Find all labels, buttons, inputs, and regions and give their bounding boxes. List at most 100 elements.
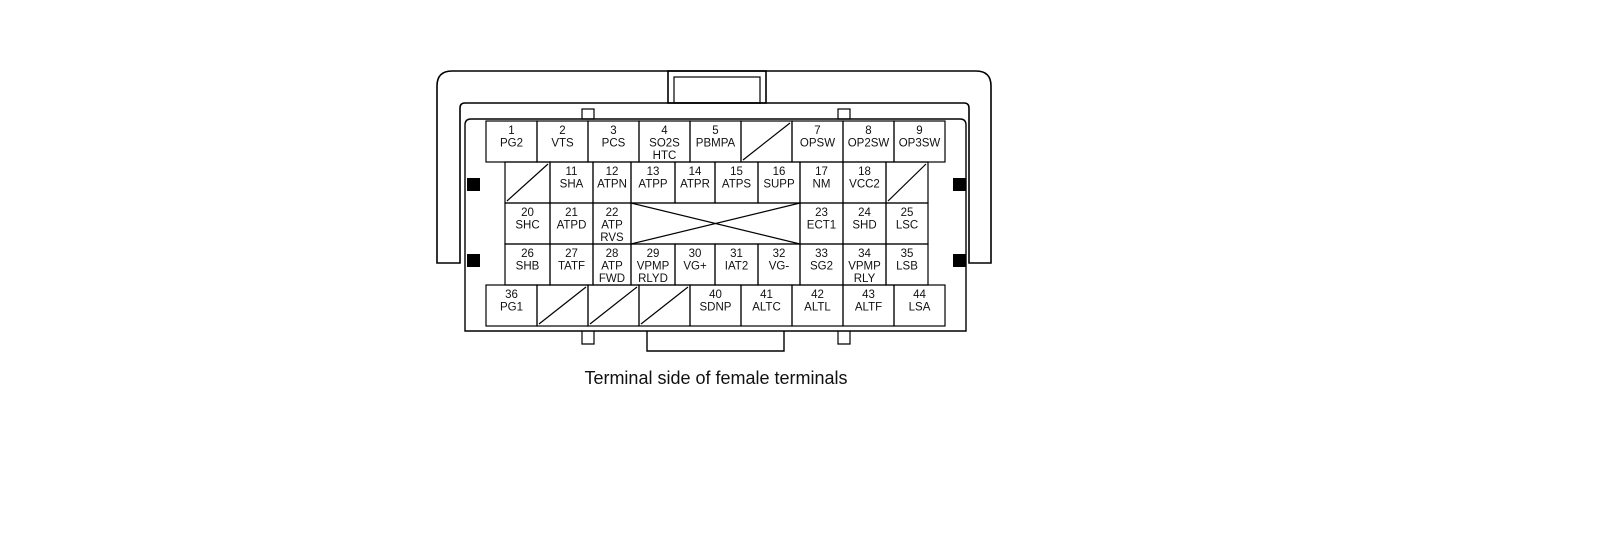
terminal-signal-label: PG1 [500, 302, 523, 314]
terminal-number: 7 [814, 125, 820, 137]
terminal-signal-label: IAT2 [725, 261, 748, 273]
terminal-signal-label: OP3SW [899, 138, 941, 150]
terminal-signal-label: ATPN [597, 179, 627, 191]
lock-block-right-upper [953, 178, 966, 191]
terminal-signal-label: ATP [601, 261, 623, 273]
terminal-signal-label: TATF [558, 261, 585, 273]
terminal-signal-label: ALTL [804, 302, 831, 314]
terminal-number: 8 [865, 125, 871, 137]
terminal-signal-label: ATPP [638, 179, 668, 191]
terminal-signal-label: VPMP [848, 261, 881, 273]
terminal-number: 31 [730, 248, 743, 260]
blank-cavity [638, 284, 691, 327]
blank-cavity-slash [506, 163, 549, 202]
terminal-number: 25 [901, 207, 914, 219]
terminal-number: 34 [858, 248, 871, 260]
terminal-number: 26 [521, 248, 534, 260]
terminal-signal-label: SHB [516, 261, 540, 273]
terminal-signal-label: ECT1 [807, 220, 836, 232]
blank-cavity [885, 161, 929, 204]
blank-cavity [740, 120, 793, 163]
terminal-signal-label: SG2 [810, 261, 833, 273]
terminal-signal-label: VG+ [683, 261, 707, 273]
terminal-number: 23 [815, 207, 828, 219]
blank-cavity-slash [589, 286, 638, 325]
terminal-number: 33 [815, 248, 828, 260]
terminal-number: 3 [610, 125, 616, 137]
terminal-number: 36 [505, 289, 518, 301]
terminal-signal-label: LSA [909, 302, 931, 314]
top-key-right [837, 108, 851, 120]
blank-cavity-slash [887, 163, 927, 202]
terminal-number: 44 [913, 289, 926, 301]
terminal-signal-label: ALTC [752, 302, 781, 314]
terminal-number: 12 [606, 166, 619, 178]
terminal-signal-label: SHC [515, 220, 539, 232]
terminal-number: 28 [606, 248, 619, 260]
terminal-number: 24 [858, 207, 871, 219]
terminal-number: 29 [647, 248, 660, 260]
terminal-number: 18 [858, 166, 871, 178]
terminal-number: 32 [773, 248, 786, 260]
terminal-number: 42 [811, 289, 824, 301]
terminal-signal-label: PCS [602, 138, 626, 150]
terminal-number: 22 [606, 207, 619, 219]
terminal-signal-label: RLYD [638, 273, 668, 285]
terminal-signal-label: OP2SW [848, 138, 890, 150]
terminal-number: 35 [901, 248, 914, 260]
diagram-caption: Terminal side of female terminals [584, 368, 848, 388]
blank-cavity [587, 284, 640, 327]
terminal-number: 11 [566, 166, 578, 178]
terminal-signal-label: ATP [601, 220, 623, 232]
connector-latch-inner [673, 76, 761, 104]
bottom-key-left [581, 331, 595, 345]
terminal-signal-label: LSB [896, 261, 918, 273]
terminal-number: 30 [689, 248, 702, 260]
terminal-signal-label: VTS [551, 138, 574, 150]
bottom-key-right [837, 331, 851, 345]
terminal-number: 40 [709, 289, 722, 301]
terminal-number: 43 [862, 289, 875, 301]
terminal-signal-label: VCC2 [849, 179, 880, 191]
terminal-signal-label: VPMP [637, 261, 670, 273]
terminal-signal-label: LSC [896, 220, 918, 232]
terminal-signal-label: RVS [600, 232, 624, 244]
connector-latch [667, 70, 767, 104]
terminal-signal-label: ATPD [557, 220, 587, 232]
terminal-signal-label: ALTF [855, 302, 882, 314]
lock-block-right-lower [953, 254, 966, 267]
terminal-signal-label: SUPP [763, 179, 795, 191]
lock-block-left-lower [467, 254, 480, 267]
terminal-signal-label: VG- [769, 261, 790, 273]
blank-cavity [536, 284, 589, 327]
terminal-number: 20 [521, 207, 534, 219]
terminal-signal-label: PBMPA [696, 138, 736, 150]
cross-line-b [630, 202, 801, 245]
terminal-signal-label: NM [813, 179, 831, 191]
terminal-signal-label: SO2S [649, 138, 680, 150]
terminal-number: 1 [508, 125, 514, 137]
terminal-signal-label: SHA [560, 179, 584, 191]
